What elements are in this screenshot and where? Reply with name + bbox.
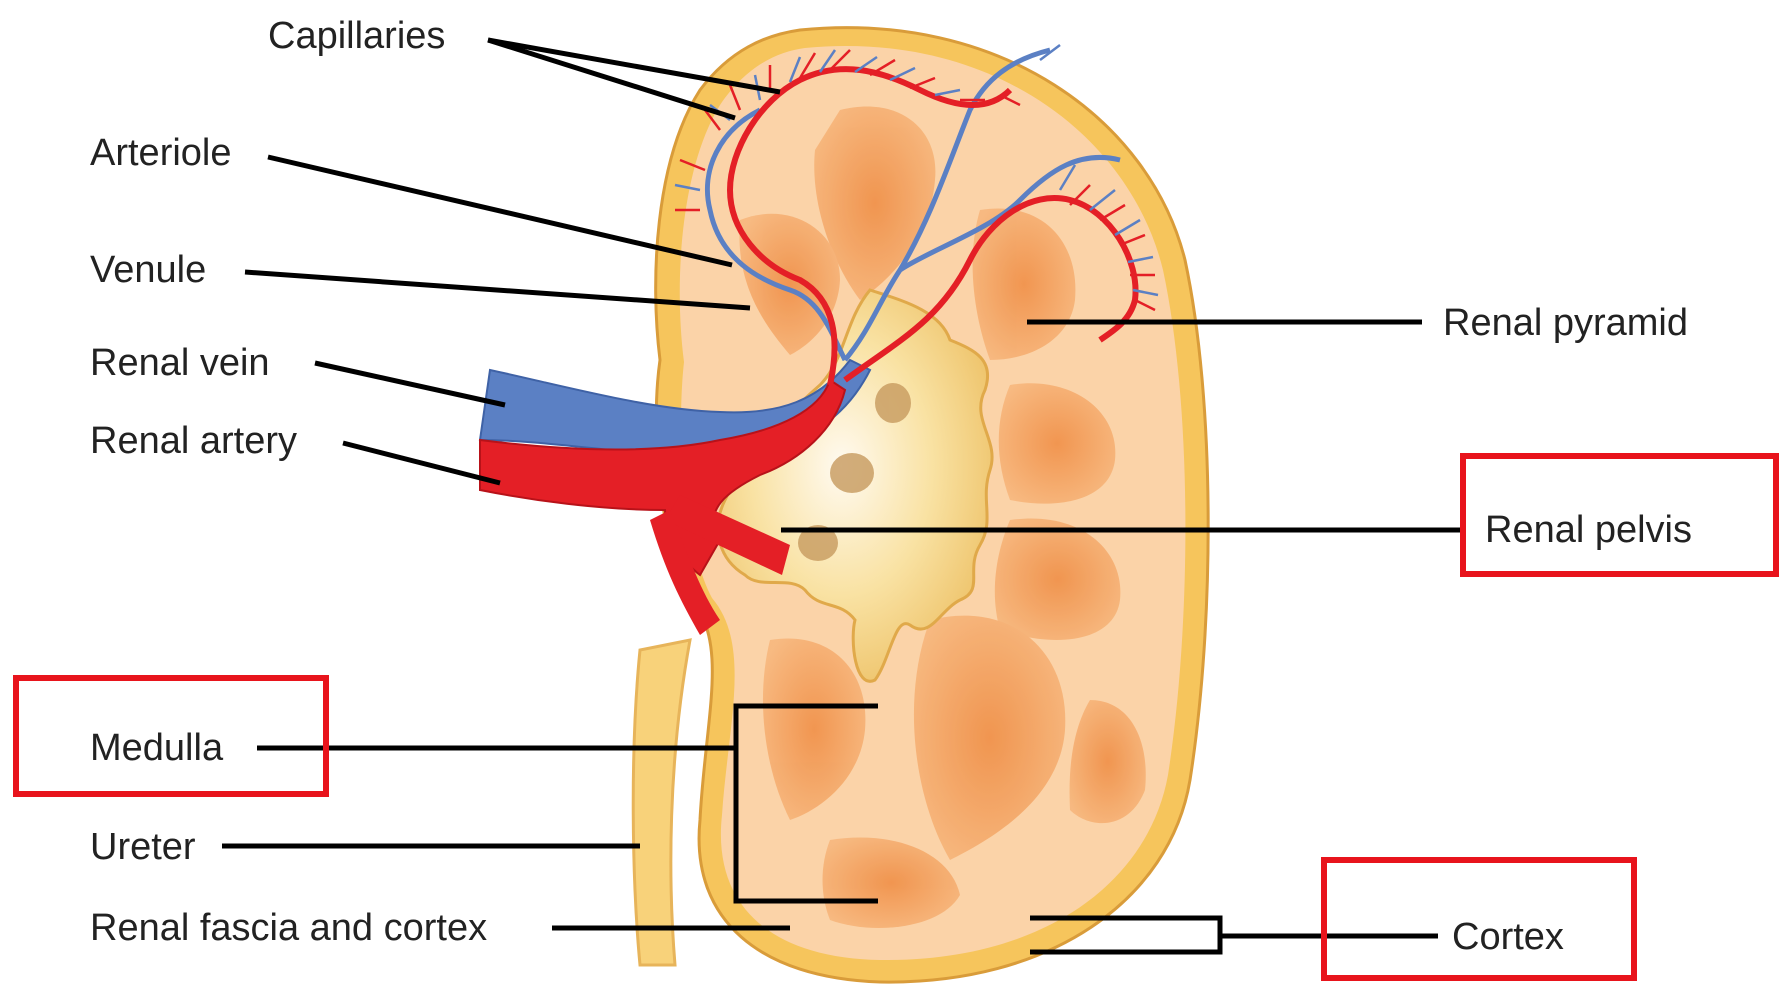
label-renal-vein: Renal vein	[90, 342, 270, 384]
artery-descending-branch	[650, 510, 720, 635]
highlight-box-medulla	[13, 675, 329, 797]
venule-branches	[704, 47, 1121, 362]
highlight-boxes	[13, 453, 1779, 981]
leader-renal-vein	[314, 360, 506, 408]
label-renal-pyramid: Renal pyramid	[1443, 302, 1688, 344]
label-medulla: Medulla	[90, 727, 224, 769]
leader-capillaries-lower	[487, 37, 736, 121]
highlight-box-renal-pelvis	[1460, 453, 1779, 577]
highlight-box-cortex	[1321, 857, 1637, 981]
label-venule: Venule	[90, 249, 206, 291]
medulla-bracket	[733, 703, 878, 904]
leader-lines	[222, 37, 1463, 955]
label-cortex: Cortex	[1452, 916, 1564, 958]
leader-venule	[244, 269, 751, 311]
renal-artery-vessel	[479, 378, 847, 577]
label-capillaries: Capillaries	[268, 15, 445, 57]
ureter-tube	[631, 638, 692, 967]
label-renal-fascia-cortex: Renal fascia and cortex	[90, 907, 487, 949]
label-arteriole: Arteriole	[90, 132, 232, 174]
leader-renal-artery	[342, 440, 501, 486]
leader-capillaries-upper	[487, 37, 781, 95]
label-ureter: Ureter	[90, 826, 196, 868]
label-renal-artery: Renal artery	[90, 420, 297, 462]
renal-pyramids	[739, 106, 1146, 928]
leader-arteriole	[267, 154, 733, 268]
labels: Capillaries Arteriole Venule Renal vein …	[90, 15, 1692, 958]
label-renal-pelvis: Renal pelvis	[1485, 509, 1692, 551]
calyx-openings	[798, 383, 911, 561]
artery-lower-branch	[665, 495, 790, 575]
